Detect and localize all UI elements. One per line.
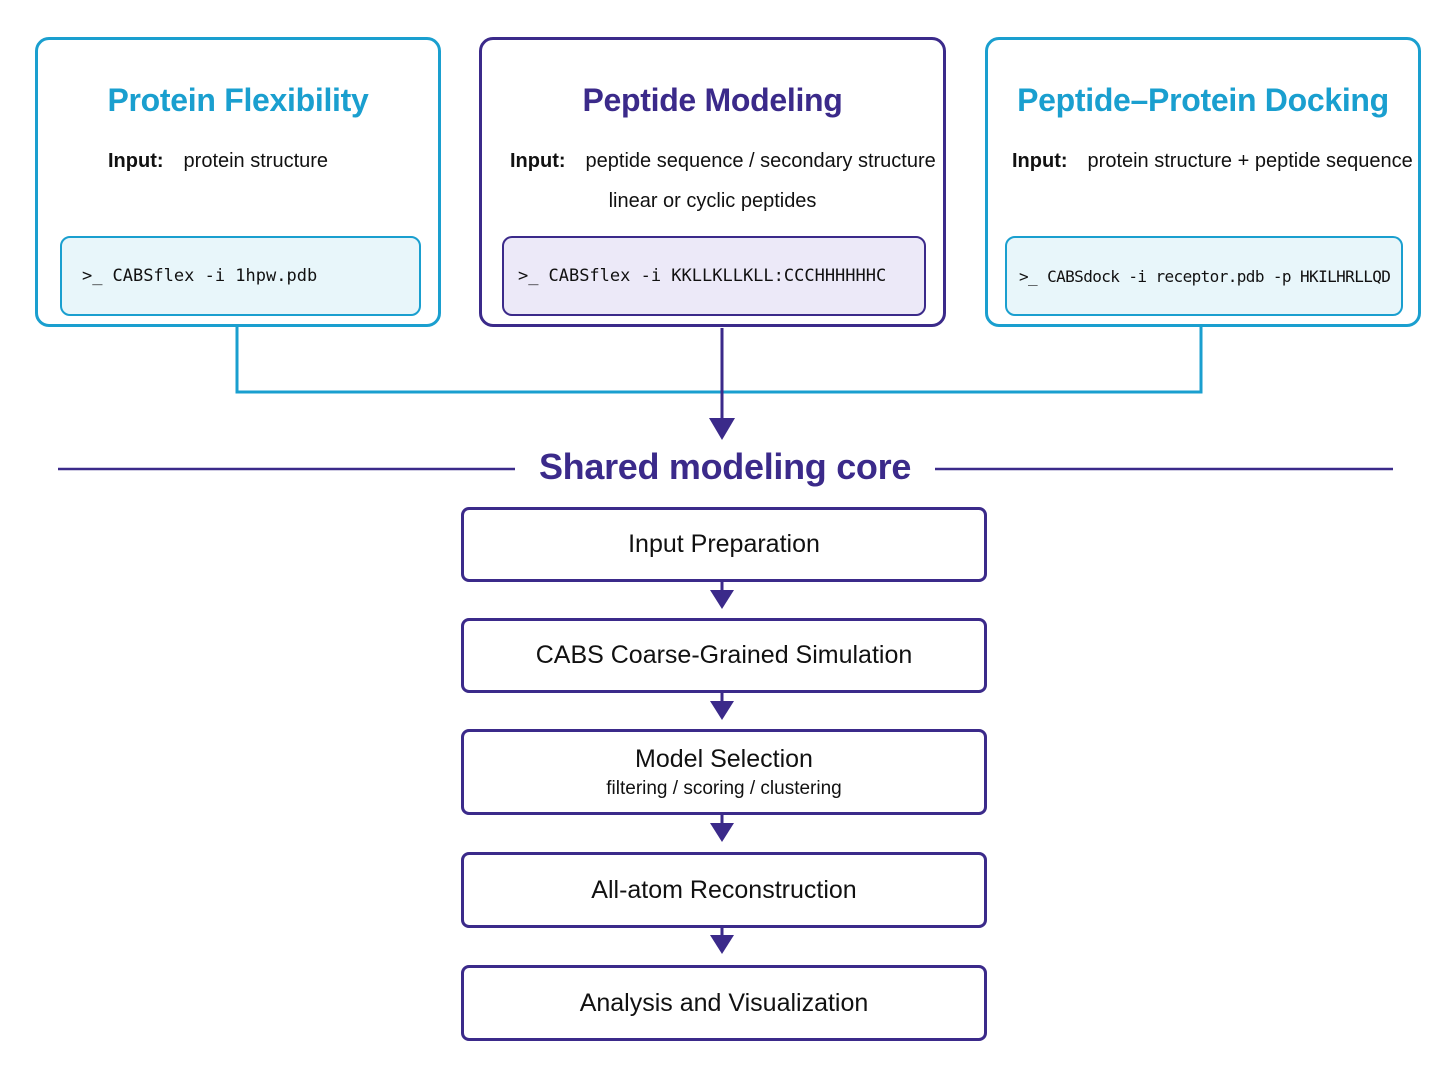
core-title: Shared modeling core (538, 446, 912, 487)
input-text: peptide sequence / secondary structure (585, 150, 936, 172)
step-label: All-atom Reconstruction (591, 875, 857, 904)
input-text: protein structure (183, 150, 329, 172)
step-arrowhead (710, 701, 734, 720)
module-title: Peptide Modeling (582, 82, 843, 118)
terminal-prompt-icon: >_ (82, 266, 103, 286)
command-text: CABSflex -i 1hpw.pdb (112, 266, 318, 286)
step-arrowhead (710, 823, 734, 842)
input-line: Input: protein structure (108, 150, 328, 173)
step-label: CABS Coarse-Grained Simulation (535, 641, 913, 669)
command-box: >_ CABSflex -i KKLLKLLKLL:CCCHHHHHHC (502, 236, 926, 316)
step-arrowhead (710, 590, 734, 609)
module-title: Peptide–Protein Docking (1017, 82, 1389, 118)
module-title: Protein Flexibility (107, 82, 369, 118)
step-sublabel: filtering / scoring / clustering (606, 777, 842, 799)
step-all-atom-reconstruction: All-atom Reconstruction (461, 852, 987, 928)
step-label: Model Selection (635, 744, 813, 773)
step-label: Input Preparation (628, 530, 820, 558)
input-line: Input: protein structure + peptide sequen… (1012, 150, 1413, 173)
command-text: CABSdock -i receptor.pdb -p HKILHRLLQD (1047, 266, 1391, 286)
step-cabs-simulation: CABS Coarse-Grained Simulation (461, 618, 987, 693)
input-label: Input: (108, 150, 164, 172)
step-input-preparation: Input Preparation (461, 507, 987, 582)
step-arrowhead (710, 935, 734, 954)
input-label: Input: (510, 150, 566, 172)
module-protein-flexibility: Protein Flexibility Input: protein struct… (35, 37, 441, 327)
module-peptide-modeling: Peptide Modeling Input: peptide sequence … (479, 37, 946, 327)
command-box: >_ CABSdock -i receptor.pdb -p HKILHRLLQD (1005, 236, 1403, 316)
command-text: CABSflex -i KKLLKLLKLL:CCCHHHHHHC (548, 266, 887, 286)
input-subtext: linear or cyclic peptides (608, 190, 817, 212)
step-label: Analysis and Visualization (579, 988, 869, 1017)
step-model-selection: Model Selection filtering / scoring / cl… (461, 729, 987, 815)
command-box: >_ CABSflex -i 1hpw.pdb (60, 236, 421, 316)
terminal-prompt-icon: >_ (1019, 266, 1038, 286)
module-peptide-protein-docking: Peptide–Protein Docking Input: protein st… (985, 37, 1421, 327)
step-analysis-visualization: Analysis and Visualization (461, 965, 987, 1041)
input-text: protein structure + peptide sequence (1087, 150, 1413, 172)
main-arrowhead (709, 418, 735, 440)
input-label: Input: (1012, 150, 1068, 172)
terminal-prompt-icon: >_ (518, 266, 539, 286)
input-line: Input: peptide sequence / secondary struc… (510, 150, 936, 173)
merge-connector (235, 327, 1203, 394)
